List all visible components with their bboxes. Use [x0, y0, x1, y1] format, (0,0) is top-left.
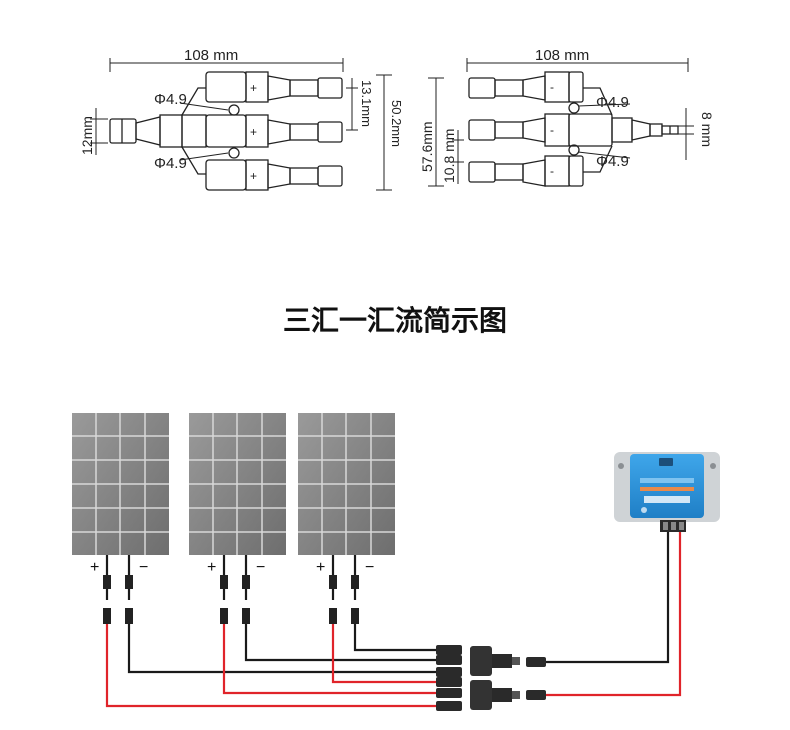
positive-wires	[105, 624, 436, 708]
controller-wires	[546, 532, 682, 697]
negative-wires	[127, 624, 436, 674]
right-width-label: 108 mm	[535, 47, 589, 64]
left-plus-mark-mid: +	[250, 125, 257, 139]
right-dimension-lines	[428, 58, 694, 187]
charge-controller	[614, 452, 720, 532]
right-total-height-label: 57.6mm	[419, 121, 435, 172]
solar-panel-1	[72, 413, 169, 555]
left-plus-mark-bottom: +	[250, 169, 257, 183]
left-total-height-label: 50.2mm	[389, 100, 404, 147]
panel-2-minus: −	[256, 559, 265, 576]
panel-2-plus: +	[207, 559, 216, 576]
positive-branch-connector	[436, 677, 520, 711]
panel-1-plus: +	[90, 559, 99, 576]
panel-3-plus: +	[316, 559, 325, 576]
solar-panel-3	[298, 413, 395, 555]
right-minus-mark-mid: -	[550, 123, 554, 137]
right-diameter-bottom-label: Φ4.9	[596, 153, 629, 170]
right-minus-mark-bottom: -	[550, 164, 554, 178]
right-diameter-top-label: Φ4.9	[596, 94, 629, 111]
left-width-label: 108 mm	[184, 47, 238, 64]
diagram-title: 三汇一汇流简示图	[283, 304, 507, 337]
left-dimension-labels: 108 mm Φ4.9 Φ4.9 12mm 13.1mm 50.2mm	[79, 47, 404, 172]
panel-polarity-labels: + − + − + −	[90, 559, 374, 576]
solar-panel-2	[189, 413, 286, 555]
controller-output-connectors	[526, 657, 546, 700]
panel-3-minus: −	[365, 559, 374, 576]
left-connector-drawing	[109, 71, 343, 191]
left-height-label: 12mm	[79, 116, 95, 155]
left-diameter-top-label: Φ4.9	[154, 91, 187, 108]
right-dimension-labels: 108 mm Φ4.9 Φ4.9 57.6mm 10.8 mm 8 mm	[419, 47, 715, 183]
panel-leads	[103, 555, 359, 624]
left-plus-mark-top: +	[250, 81, 257, 95]
left-diameter-bottom-label: Φ4.9	[154, 155, 187, 172]
left-polarity-marks: + + +	[250, 81, 257, 183]
panel-1-minus: −	[139, 559, 148, 576]
left-dimension-lines	[90, 58, 392, 191]
right-pitch-label: 10.8 mm	[441, 129, 457, 183]
negative-branch-connector	[436, 645, 520, 677]
right-minus-mark-top: -	[550, 80, 554, 94]
right-height-label: 8 mm	[699, 112, 715, 147]
right-polarity-marks: - - -	[550, 80, 554, 178]
left-pitch-label: 13.1mm	[359, 80, 374, 127]
right-connector-drawing	[468, 71, 679, 187]
